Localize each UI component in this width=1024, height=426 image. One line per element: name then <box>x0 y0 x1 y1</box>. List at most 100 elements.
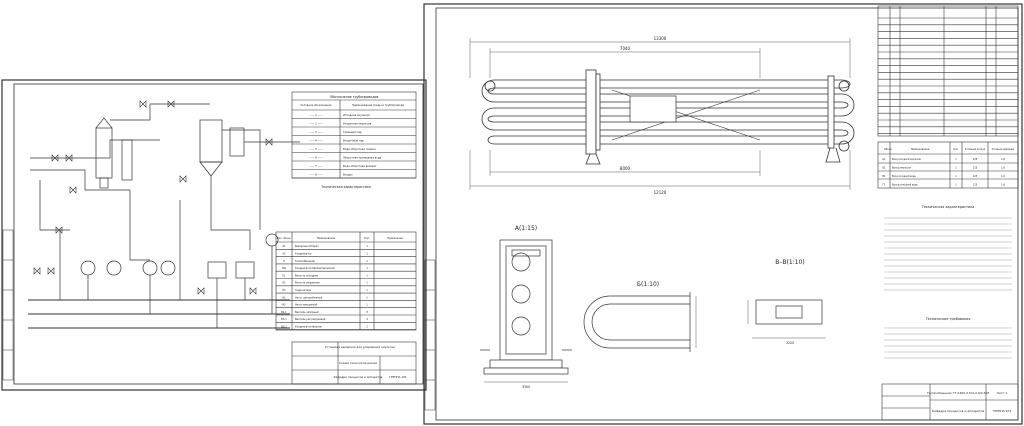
spec-header-note: Примечание <box>387 237 403 240</box>
section-a-view <box>480 239 572 383</box>
section-bb-length: 3220 <box>786 341 794 345</box>
legend-code: —— 3 —— <box>309 130 323 134</box>
nozzle-pn: 1,6 <box>1001 167 1005 170</box>
spec-qty: 1 <box>366 274 368 277</box>
legend-code: —— 4 —— <box>309 139 323 143</box>
legend-code: —— 7 —— <box>309 164 323 168</box>
right-sheet-text: 13300 7040 8000 12120 А(1:15) Б(1:10) В–… <box>515 36 1015 413</box>
dim-overall: 13300 <box>654 36 667 41</box>
dim-lower: 8000 <box>620 166 631 171</box>
left-sheet-border <box>1 79 427 391</box>
spec-name: Конденсатор барометрический <box>295 267 335 270</box>
right-sheet-border <box>423 3 1023 425</box>
spec-name: Теплообменник <box>295 260 315 263</box>
spec-name: Выпарная аппарат <box>295 245 319 248</box>
spec-pos: Е3 <box>282 289 286 292</box>
spec-pos: Н2 <box>282 304 286 307</box>
section-a-width: 3300 <box>522 385 530 389</box>
right-margin-stamps <box>424 259 436 411</box>
tech-text-lines <box>884 217 1012 359</box>
legend-label: Греющий пар <box>343 130 362 134</box>
spec-pos: ВЦ <box>282 267 286 270</box>
pipeline-legend-table <box>291 91 417 179</box>
nozzle-id: Б1 <box>882 167 886 170</box>
spec-name: Ёмкость упаренная <box>295 282 320 285</box>
nozzle-dn: 125 <box>973 158 978 161</box>
nozzle-qty: 1 <box>955 167 957 170</box>
parts-list-table <box>877 5 1019 137</box>
condenser-a2 <box>229 127 245 157</box>
legend-code: —— 2 —— <box>309 122 323 126</box>
tank-e3 <box>235 261 255 279</box>
nozzle-header-id: Обозн. <box>884 148 893 151</box>
left-tech-title: Техническая характеристика <box>320 185 371 189</box>
spec-header-name: Наименование <box>317 237 336 240</box>
left-tb-group: ГРУППА 101 <box>389 375 407 379</box>
nozzle-id: Г1 <box>883 184 886 187</box>
heat-exchanger-main-view <box>469 38 855 190</box>
spec-header-pos: Поз. обозн. <box>277 237 291 240</box>
spec-qty: 1 <box>366 282 368 285</box>
spec-qty: 1 <box>366 289 368 292</box>
section-bb-label: В–В(1:10) <box>775 259 804 266</box>
spec-name: Гидрозатвор <box>295 289 312 292</box>
legend-label: Воздух <box>343 173 353 177</box>
spec-name: Насос вакуумный <box>295 304 318 307</box>
nozzle-header-dn: Условный проход <box>965 148 986 151</box>
legend-code: —— 8 —— <box>309 173 323 177</box>
spec-name: Насос центробежный <box>295 296 323 299</box>
legend-label: Исходная эмульсия <box>343 113 370 117</box>
section-b-view <box>583 292 697 352</box>
spec-qty: 1 <box>366 260 368 263</box>
pump-h1 <box>142 260 158 276</box>
right-tb-sheet: Лист 1 <box>997 391 1008 395</box>
legend-label: Упаренная эмульсия <box>343 122 372 126</box>
valves <box>33 100 273 295</box>
right-tech-title: Техническая характеристика <box>921 205 975 209</box>
left-tb-sheet-name: Схема технологическая <box>339 361 377 365</box>
spec-pos: В1.1 <box>281 311 287 314</box>
spec-table <box>275 231 417 331</box>
spec-qty: 4 <box>366 318 368 321</box>
dim-bottom: 12120 <box>654 190 667 195</box>
left-margin-stamps <box>2 229 14 381</box>
legend-header-symbol: Условное обозначение <box>300 103 331 107</box>
legend-code: —— 6 —— <box>309 156 323 160</box>
section-a-label: А(1:15) <box>515 225 537 232</box>
left-sheet-frame <box>13 83 424 385</box>
nozzle-header-pn: Условное давление <box>992 148 1015 151</box>
nozzle-table <box>877 141 1019 189</box>
nozzle-header-name: Наименование <box>911 148 930 151</box>
right-tb-project: Теплообменник ТТ 2400-2,5/4-4,0/2,5 М <box>926 391 989 395</box>
left-tb-org: Кафедра процессов и аппаратов <box>334 375 383 379</box>
legend-header-medium: Наименование среды в трубопроводе <box>352 103 404 107</box>
spec-qty: 1 <box>366 253 368 256</box>
spec-name: Ёмкость исходная <box>295 274 319 277</box>
nozzle-pn: 1,6 <box>1001 175 1005 178</box>
right-tb-org: Кафедра процессов и аппаратов <box>932 409 984 413</box>
nozzle-dn: 125 <box>973 167 978 170</box>
nozzle-dn: 125 <box>973 184 978 187</box>
spec-pos: ВЗ.1 <box>281 318 287 321</box>
nozzle-name: Вход холодной воды <box>892 175 916 178</box>
dim-mid: 7040 <box>620 46 631 51</box>
spec-header-qty: Кол. <box>364 237 370 240</box>
legend-label: Вторичный пар <box>343 139 364 143</box>
spec-qty: 8 <box>366 311 368 314</box>
legend-title: Обозначение трубопроводов <box>330 95 379 99</box>
nozzle-pn: 1,6 <box>1001 184 1005 187</box>
spec-qty: 1 <box>366 245 368 248</box>
spec-pos: П <box>283 260 285 263</box>
tank-e1 <box>80 260 96 276</box>
legend-label: Оборотная промывная вода <box>343 156 382 160</box>
nozzle-id: В1 <box>882 175 886 178</box>
legend-label: Вода оборотная подача <box>343 147 376 151</box>
spec-pos: А1 <box>282 245 286 248</box>
spec-qty: 1 <box>366 267 368 270</box>
left-sheet-text: Обозначение трубопроводов Условное обозн… <box>277 95 407 379</box>
right-tb-group: ГРУППА 101 <box>993 409 1012 413</box>
spec-pos: ВЗ.2 <box>281 326 287 329</box>
left-tb-project: Установка выпарная для упаривания эмульс… <box>325 345 395 349</box>
nozzle-name: Выход эмульсии <box>892 167 912 170</box>
